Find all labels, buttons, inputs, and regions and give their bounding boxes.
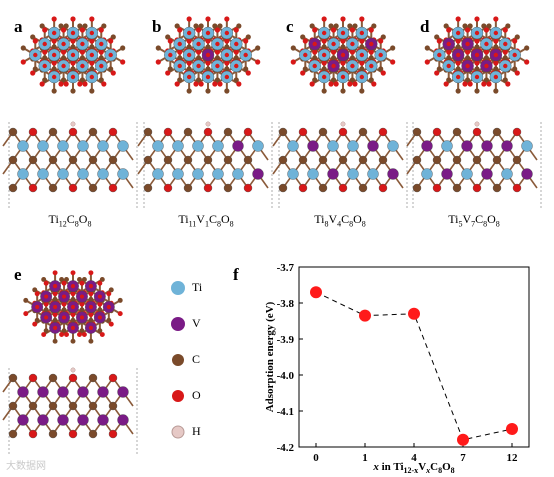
y-tick-label: -3.8	[277, 298, 295, 310]
top-view-structure	[23, 270, 123, 344]
legend-label-o: O	[192, 388, 201, 402]
o-atom-icon	[172, 390, 184, 402]
top-view-structure	[424, 16, 530, 94]
side-view-structure	[2, 367, 138, 456]
panel-label-e: e	[14, 265, 22, 284]
x-tick-label: 12	[507, 452, 519, 464]
side-view-structure	[272, 121, 408, 210]
top-view-structure	[20, 16, 126, 94]
side-view-structure	[2, 121, 138, 210]
y-tick-label: -3.7	[277, 262, 295, 274]
x-tick-label: 7	[460, 452, 466, 464]
y-tick-label: -4.2	[277, 442, 295, 454]
panel-label-b: b	[152, 17, 162, 36]
x-tick-label: 0	[313, 452, 319, 464]
panel-label-f: f	[233, 265, 239, 284]
legend-label-v: V	[192, 316, 201, 330]
legend-label-c: C	[192, 352, 201, 366]
panel-label-d: d	[420, 17, 430, 36]
ti-atom-icon	[171, 281, 185, 295]
data-point	[408, 307, 420, 320]
plot-frame	[298, 266, 530, 448]
v-atom-icon	[171, 317, 185, 331]
x-axis-label: x in Ti12-xVxC8O8	[372, 461, 454, 475]
c-atom-icon	[172, 354, 184, 366]
side-view-structure	[406, 121, 542, 210]
data-point	[310, 286, 322, 299]
y-tick-label: -4.0	[277, 370, 295, 382]
data-point	[506, 423, 518, 435]
y-tick-label: -3.9	[277, 334, 295, 346]
legend-label-h: H	[192, 424, 201, 438]
formula-c: Ti8V4C8O8	[314, 212, 366, 229]
formula-a: Ti12C8O8	[48, 212, 92, 229]
data-point	[359, 309, 371, 322]
top-view-structure	[290, 16, 396, 94]
top-view-structure	[155, 16, 261, 94]
y-axis-label: Adsorption energy (eV)	[264, 301, 276, 412]
data-point	[457, 433, 469, 446]
x-tick-label: 1	[362, 452, 368, 464]
formula-b: Ti11V1C8O8	[178, 212, 234, 229]
panel-label-a: a	[14, 17, 23, 36]
x-tick-label: 4	[411, 452, 417, 464]
legend-label-ti: Ti	[192, 280, 203, 294]
side-view-structure	[137, 121, 273, 210]
formula-d: Ti5V7C8O8	[448, 212, 500, 229]
y-tick-label: -4.1	[277, 406, 294, 418]
watermark: 大数据网	[6, 461, 46, 472]
panel-label-c: c	[286, 17, 294, 36]
h-atom-icon	[171, 425, 185, 439]
